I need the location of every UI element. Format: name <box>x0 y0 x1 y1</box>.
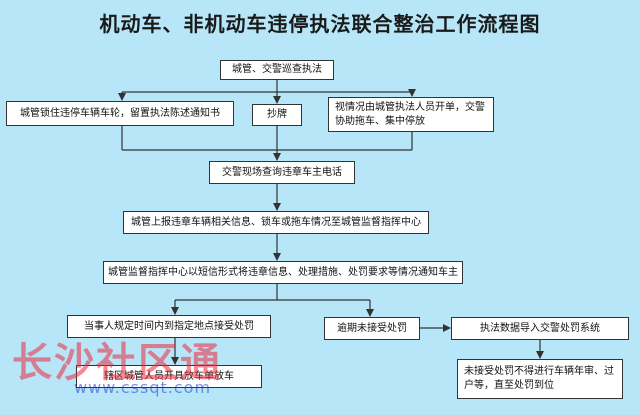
page-title: 机动车、非机动车违停执法联合整治工作流程图 <box>99 12 541 36</box>
node-import-police: 执法数据导入交警处罚系统 <box>451 317 629 340</box>
node-party-accept: 当事人规定时间内到指定地点接受处罚 <box>67 315 271 338</box>
node-ticket-tow: 视情况由城管执法人员开单，交警协助拖车、集中停放 <box>328 97 494 132</box>
node-sms-notify: 城管监督指挥中心以短信形式将违章信息、处理措施、处罚要求等情况通知车主 <box>103 261 463 284</box>
node-police-query: 交警现场查询违章车主电话 <box>209 161 355 184</box>
node-overdue: 逾期未接受处罚 <box>324 317 420 340</box>
watermark-url: www.cssqt.com <box>74 378 212 397</box>
watermark-logo: 长沙社区通 <box>12 340 222 386</box>
node-lock-wheel: 城管锁住违停车辆车轮，留置执法陈述通知书 <box>6 101 234 126</box>
node-patrol: 城管、交警巡查执法 <box>220 60 334 80</box>
node-district-release: 辖区城管人员开具放车单放车 <box>76 365 262 388</box>
node-not-accepted: 未接受处罚不得进行车辆年审、过户等，直至处罚到位 <box>457 359 623 399</box>
node-report-center: 城管上报违章车辆相关信息、锁车或拖车情况至城管监督指挥中心 <box>123 211 429 234</box>
node-copy-plate: 抄牌 <box>252 104 302 126</box>
